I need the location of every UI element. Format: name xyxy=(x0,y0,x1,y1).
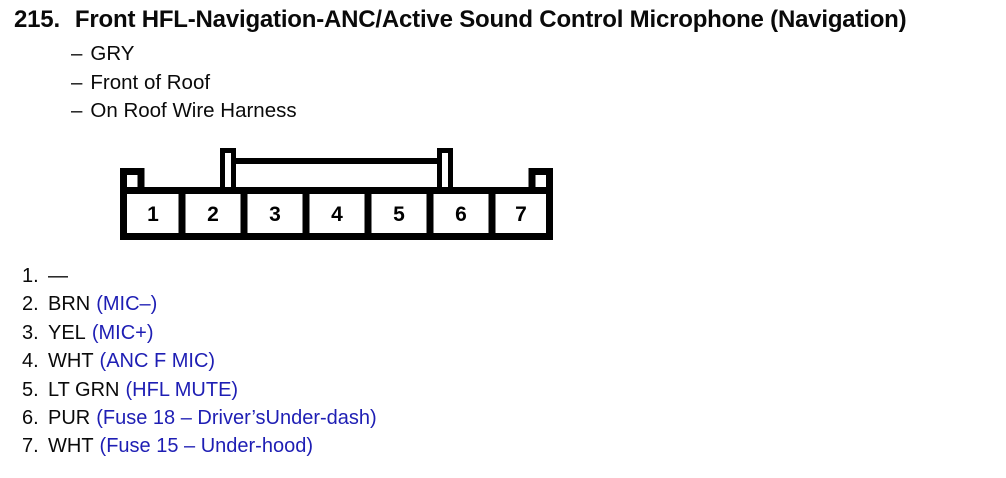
attribute-dash: – xyxy=(71,42,83,65)
pin-wire-color: — xyxy=(48,265,68,287)
attribute-item: –GRY xyxy=(71,40,297,69)
connector-pin-cell: 2 xyxy=(207,203,219,226)
connector-pin-cell: 4 xyxy=(331,203,343,226)
pin-number: 2. xyxy=(22,293,39,316)
pin-wire-color: BRN xyxy=(48,293,91,316)
pin-row: 2. BRN(MIC–) xyxy=(22,290,377,318)
connector-pin-cell: 7 xyxy=(515,203,527,226)
attribute-label: Front of Roof xyxy=(90,70,211,94)
pin-number: 4. xyxy=(22,350,39,373)
pin-list: 1.— 2.BRN(MIC–) 3.YEL(MIC+) 4.WHT(ANC F … xyxy=(22,262,377,461)
pin-row: 7. WHT(Fuse 15 – Under-hood) xyxy=(22,432,377,460)
pin-signal: (ANC F MIC) xyxy=(99,350,216,373)
pin-row: 4. WHT(ANC F MIC) xyxy=(22,347,377,375)
connector-body xyxy=(120,187,553,240)
figure-title-text: Front HFL-Navigation-ANC/Active Sound Co… xyxy=(74,6,907,33)
pin-number: 3. xyxy=(22,321,39,344)
connector-pin-cell: 3 xyxy=(269,203,281,226)
pin-signal: (MIC+) xyxy=(91,321,154,344)
connector-ear-left xyxy=(120,168,145,192)
attribute-dash: – xyxy=(71,99,83,123)
pin-signal: (Fuse 15 – Under-hood) xyxy=(99,435,313,458)
attribute-label: On Roof Wire Harness xyxy=(90,99,297,123)
pin-row: 5. LT GRN(HFL MUTE) xyxy=(22,376,377,404)
pin-signal: (Fuse 18 – Driver’sUnder-dash) xyxy=(96,407,377,430)
pin-number: 7. xyxy=(22,435,39,458)
pin-number: 5. xyxy=(22,378,39,401)
connector-pin-cell: 6 xyxy=(455,203,467,226)
connector-pin-cell: 1 xyxy=(147,203,159,226)
connector-post-right xyxy=(437,148,453,195)
figure-title: 215. Front HFL-Navigation-ANC/Active Soun… xyxy=(14,6,907,34)
pin-wire-color: YEL xyxy=(48,321,86,344)
attribute-dash: – xyxy=(71,70,83,94)
pin-signal: (MIC–) xyxy=(96,293,158,316)
connector-attribute-list: –GRY –Front of Roof –On Roof Wire Harnes… xyxy=(71,40,297,126)
pin-row: 3. YEL(MIC+) xyxy=(22,319,377,347)
pin-number: 6. xyxy=(22,407,39,430)
attribute-label: GRY xyxy=(90,42,135,65)
pin-row: 1. — xyxy=(22,262,377,290)
attribute-item: –Front of Roof xyxy=(71,69,297,98)
pin-number: 1. xyxy=(22,265,39,287)
pin-wire-color: WHT xyxy=(48,435,94,458)
connector-ear-right xyxy=(528,168,553,192)
connector-pin-cell: 5 xyxy=(393,203,405,226)
connector-diagram: 1 2 3 4 5 6 7 xyxy=(120,148,553,240)
pin-wire-color: PUR xyxy=(48,407,91,430)
pin-wire-color: WHT xyxy=(48,350,94,373)
pin-wire-color: LT GRN xyxy=(48,378,120,401)
figure-number: 215. xyxy=(14,6,60,33)
attribute-item: –On Roof Wire Harness xyxy=(71,97,297,126)
pin-row: 6. PUR(Fuse 18 – Driver’sUnder-dash) xyxy=(22,404,377,432)
connector-post-left xyxy=(220,148,236,195)
pin-signal: (HFL MUTE) xyxy=(125,378,239,401)
